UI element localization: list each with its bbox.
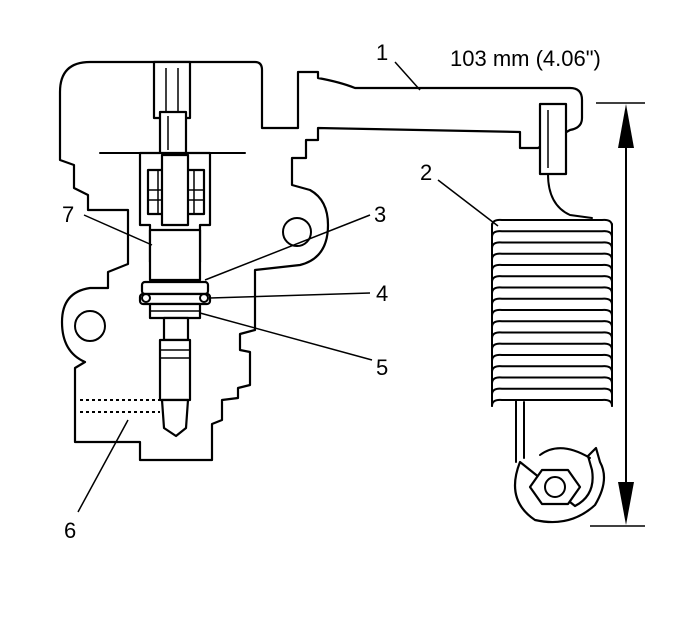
spring-coil [491,376,613,385]
spring-coil [491,286,613,295]
spring-coil [491,252,613,261]
spring-coil [491,275,613,284]
coil-spring-icon [491,218,613,407]
leader-5 [199,312,373,361]
spring-coil [491,342,613,351]
leader-3 [204,214,371,281]
callout-7: 7 [62,202,74,227]
callout-6: 6 [64,518,76,543]
spring-coil [491,320,613,329]
callout-4: 4 [376,281,388,306]
leader-7 [83,214,153,246]
callout-1: 1 [376,40,388,65]
callout-5: 5 [376,355,388,380]
leader-6 [77,419,129,513]
spring-coil [491,297,613,306]
dimension-label: 103 mm (4.06") [450,46,601,71]
valve-plunger-icon [80,60,212,438]
spring-coil [491,353,613,362]
callout-2: 2 [420,160,432,185]
spring-coil [491,331,613,340]
spring-coil [491,365,613,374]
leader-1 [394,61,421,91]
spring-coil [491,218,613,227]
spring-coil [491,241,613,250]
leader-4 [209,292,371,299]
spring-hook-icon [538,102,593,219]
spring-coil [491,308,613,317]
spring-coil [491,398,613,407]
spring-coil [491,387,613,396]
leader-2 [437,179,499,227]
callout-3: 3 [374,202,386,227]
spring-coil [491,263,613,272]
leader-lines [77,61,499,513]
double-headed-dimension-arrow-icon [590,102,645,527]
hex-nut-icon [513,399,606,524]
spring-coil [491,230,613,239]
